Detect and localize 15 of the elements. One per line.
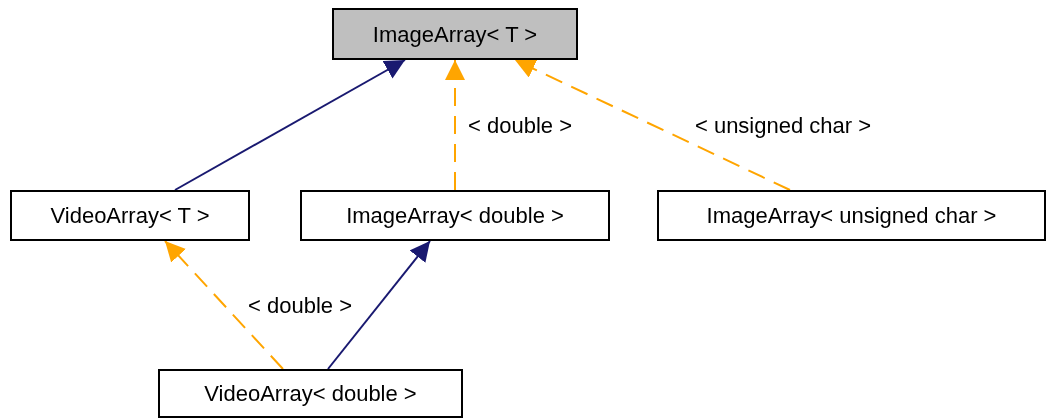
class-box	[10, 190, 250, 241]
class-name: ImageArray< unsigned char >	[706, 202, 997, 230]
class-name: VideoArray< double >	[204, 380, 417, 408]
class-box	[158, 369, 463, 418]
inheritance-arrow	[327, 240, 431, 370]
class-box	[657, 190, 1046, 241]
inheritance-arrow	[514, 59, 791, 191]
class-box	[300, 190, 610, 241]
class-name: ImageArray< T >	[372, 20, 538, 49]
inheritance-arrow	[164, 240, 284, 370]
class-name: ImageArray< double >	[346, 202, 564, 230]
class-name: VideoArray< T >	[50, 202, 210, 230]
inheritance-arrow	[445, 59, 465, 191]
inheritance-arrow	[174, 59, 406, 191]
class-box	[332, 8, 578, 60]
